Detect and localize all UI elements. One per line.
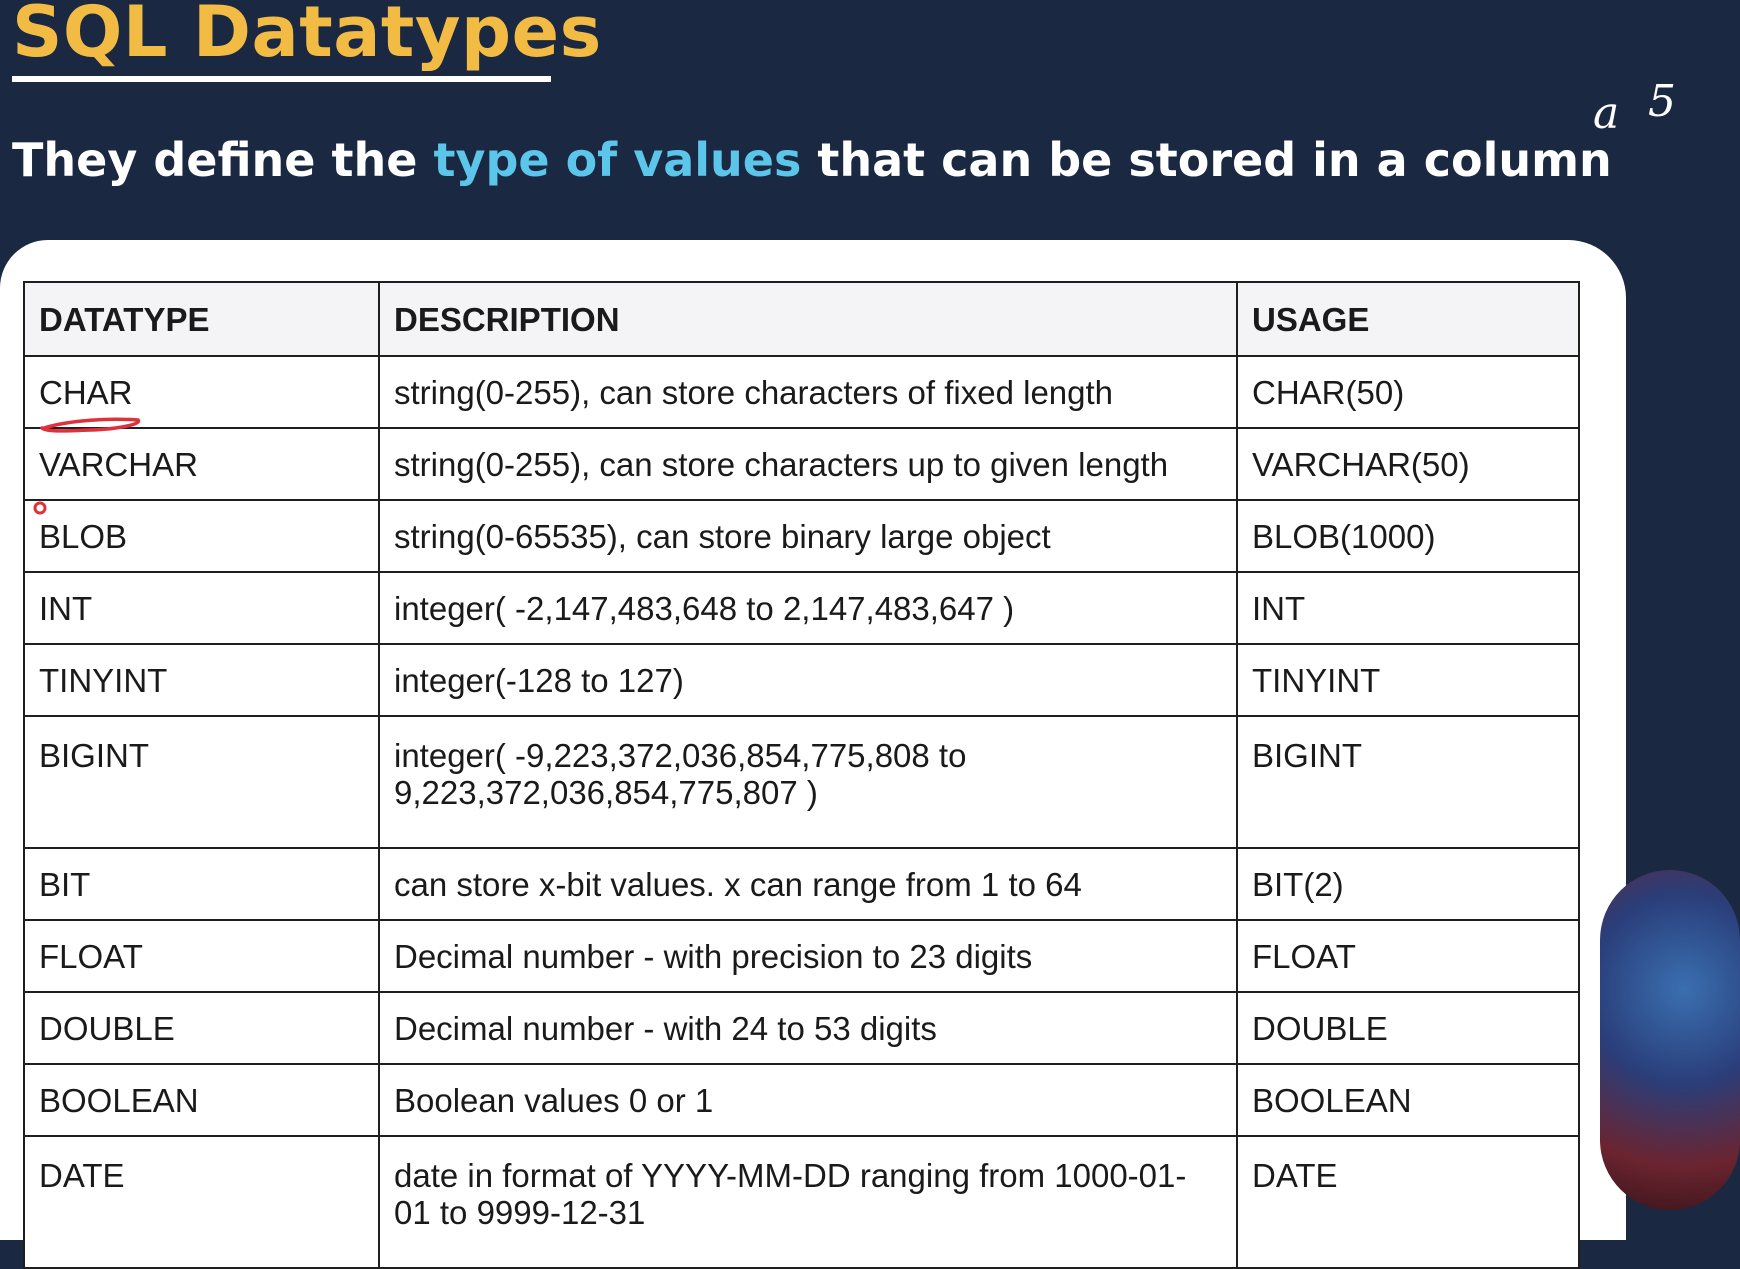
cell-datatype: BOOLEAN	[23, 1063, 380, 1137]
cell-datatype: BIT	[23, 847, 380, 921]
subtitle-text-end: that can be stored in a column	[801, 133, 1612, 187]
cell-datatype: TINYINT	[23, 643, 380, 717]
cell-description: date in format of YYYY-MM-DD ranging fro…	[378, 1135, 1238, 1269]
cell-usage: DOUBLE	[1236, 991, 1580, 1065]
table-row: TINYINT integer(-128 to 127) TINYINT	[23, 643, 1580, 717]
cell-description: integer(-128 to 127)	[378, 643, 1238, 717]
cell-usage: BLOB(1000)	[1236, 499, 1580, 573]
presenter-webcam	[1600, 870, 1740, 1210]
table-row: CHAR string(0-255), can store characters…	[23, 355, 1580, 429]
header-datatype: DATATYPE	[23, 281, 380, 357]
cell-description: can store x-bit values. x can range from…	[378, 847, 1238, 921]
header-description: DESCRIPTION	[378, 281, 1238, 357]
table-row: INT integer( -2,147,483,648 to 2,147,483…	[23, 571, 1580, 645]
table-row: BLOB string(0-65535), can store binary l…	[23, 499, 1580, 573]
slide-title: SQL Datatypes	[12, 0, 602, 73]
title-underline	[12, 76, 551, 82]
cell-usage: BIT(2)	[1236, 847, 1580, 921]
table-row: BIGINT integer( -9,223,372,036,854,775,8…	[23, 715, 1580, 849]
cell-description: integer( -2,147,483,648 to 2,147,483,647…	[378, 571, 1238, 645]
cell-usage: INT	[1236, 571, 1580, 645]
cell-datatype: BLOB	[23, 499, 380, 573]
cell-description: string(0-255), can store characters of f…	[378, 355, 1238, 429]
cell-datatype: DOUBLE	[23, 991, 380, 1065]
cell-usage: CHAR(50)	[1236, 355, 1580, 429]
cell-usage: BOOLEAN	[1236, 1063, 1580, 1137]
handwritten-note-cropped: 5	[1648, 76, 1676, 127]
datatypes-table: DATATYPE DESCRIPTION USAGE CHAR string(0…	[23, 281, 1580, 1269]
cell-description: Decimal number - with precision to 23 di…	[378, 919, 1238, 993]
table-row: BIT can store x-bit values. x can range …	[23, 847, 1580, 921]
header-usage: USAGE	[1236, 281, 1580, 357]
handwritten-note: a	[1593, 88, 1620, 139]
cell-datatype: BIGINT	[23, 715, 380, 849]
cell-datatype: CHAR	[23, 355, 380, 429]
cell-usage: DATE	[1236, 1135, 1580, 1269]
cell-datatype: INT	[23, 571, 380, 645]
cell-datatype: VARCHAR	[23, 427, 380, 501]
subtitle-highlight: type of values	[433, 133, 802, 187]
cell-description: Boolean values 0 or 1	[378, 1063, 1238, 1137]
table-row: BOOLEAN Boolean values 0 or 1 BOOLEAN	[23, 1063, 1580, 1137]
slide-subtitle: They define the type of values that can …	[12, 128, 1612, 192]
table-row: DATE date in format of YYYY-MM-DD rangin…	[23, 1135, 1580, 1269]
cell-datatype: DATE	[23, 1135, 380, 1269]
cell-usage: TINYINT	[1236, 643, 1580, 717]
cell-usage: BIGINT	[1236, 715, 1580, 849]
cell-description: Decimal number - with 24 to 53 digits	[378, 991, 1238, 1065]
cell-usage: VARCHAR(50)	[1236, 427, 1580, 501]
table-row: FLOAT Decimal number - with precision to…	[23, 919, 1580, 993]
cell-description: integer( -9,223,372,036,854,775,808 to 9…	[378, 715, 1238, 849]
cell-description: string(0-65535), can store binary large …	[378, 499, 1238, 573]
table-header-row: DATATYPE DESCRIPTION USAGE	[23, 281, 1580, 357]
cell-usage: FLOAT	[1236, 919, 1580, 993]
cell-datatype: FLOAT	[23, 919, 380, 993]
cell-description: string(0-255), can store characters up t…	[378, 427, 1238, 501]
table-row: DOUBLE Decimal number - with 24 to 53 di…	[23, 991, 1580, 1065]
table-row: VARCHAR string(0-255), can store charact…	[23, 427, 1580, 501]
subtitle-text-start: They define the	[12, 133, 434, 187]
